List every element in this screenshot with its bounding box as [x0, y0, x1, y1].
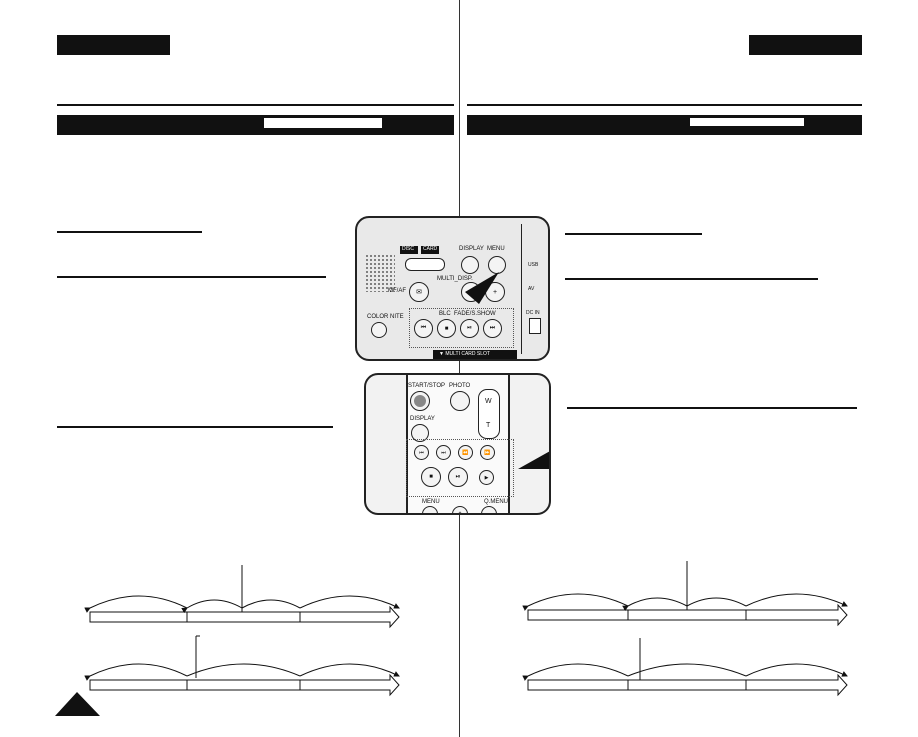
disc-mode-badge: DISC [400, 246, 418, 254]
stop-button[interactable]: ■ [437, 319, 456, 338]
right-language-tab [749, 35, 862, 55]
remote-slow-button[interactable]: ▶ [479, 470, 494, 485]
dc-in-jack [529, 318, 541, 334]
menu-label: MENU [487, 246, 505, 252]
start-stop-button[interactable] [410, 391, 430, 411]
speaker-grille [365, 254, 395, 292]
fade-show-label: FADE/S.SHOW [454, 311, 496, 317]
rewind-button[interactable]: ⏮ [414, 319, 433, 338]
left-timeline-1 [84, 565, 400, 629]
left-header-rule [57, 104, 454, 106]
left-section-title-box [264, 118, 382, 128]
display-label: DISPLAY [459, 246, 484, 252]
dc-in-label: DC IN [526, 310, 540, 316]
right-section-title-bar [467, 115, 862, 135]
right-timeline-2 [522, 638, 848, 697]
right-subheading-rule-2 [565, 278, 818, 280]
remote-display-label: DISPLAY [410, 416, 435, 422]
left-timeline-2 [84, 635, 400, 697]
remote-forward-skip-button[interactable]: ⏭ [436, 445, 451, 460]
remote-pointer-arrow-icon [518, 451, 549, 469]
remote-control-illustration: START/STOP PHOTO W T DISPLAY ⏮ ⏭ ⏪ ⏩ ■ ⏯… [364, 373, 551, 515]
av-label: AV [528, 286, 535, 292]
photo-button[interactable] [450, 391, 470, 411]
remote-menu-label: MENU [422, 499, 440, 505]
color-nite-label: COLOR NITE [367, 314, 404, 320]
card-slot-bar: ▼ MULTI CARD SLOT [433, 350, 517, 359]
page-divider [459, 0, 460, 737]
remote-display-button[interactable] [411, 424, 429, 442]
usb-label: USB [528, 262, 539, 268]
remote-stop-button[interactable]: ■ [421, 467, 441, 487]
pointer-arrow-icon [465, 272, 499, 304]
multi-disp-label: MULTI_DISP. [437, 276, 473, 282]
note-triangle-icon [55, 692, 100, 716]
remote-rewind-button[interactable]: ⏪ [458, 445, 473, 460]
right-subheading-rule-3 [567, 407, 857, 409]
playback-controls-group [409, 308, 514, 348]
side-jack-panel [521, 224, 547, 354]
mf-af-label: MF/AF [388, 288, 406, 294]
remote-rewind-skip-button[interactable]: ⏮ [414, 445, 429, 460]
camcorder-panel-illustration: DISC CARD DISPLAY MENU MULTI_DISP. MF/AF… [355, 216, 550, 361]
left-subheading-rule-3 [57, 426, 333, 428]
right-header-rule [467, 104, 862, 106]
left-section-title-bar [57, 115, 454, 135]
right-subheading-rule-1 [565, 233, 702, 235]
color-nite-button[interactable] [371, 322, 387, 338]
left-subheading-rule-1 [57, 231, 202, 233]
photo-label: PHOTO [449, 383, 471, 389]
mode-switch[interactable] [405, 258, 445, 271]
display-button[interactable] [461, 256, 479, 274]
remote-playback-group [406, 439, 514, 497]
blc-label: BLC [439, 311, 451, 317]
start-stop-label: START/STOP [408, 383, 446, 389]
left-language-tab [57, 35, 170, 55]
zoom-rocker[interactable]: W T [478, 389, 500, 439]
fast-forward-button[interactable]: ⏭ [483, 319, 502, 338]
right-timeline-1 [522, 561, 848, 627]
remote-fast-forward-button[interactable]: ⏩ [480, 445, 495, 460]
right-section-title-box [690, 118, 804, 126]
remote-q-menu-label: Q.MENU [484, 499, 508, 505]
play-pause-button[interactable]: ⏯ [460, 319, 479, 338]
card-mode-badge: CARD [421, 246, 439, 254]
remote-play-pause-button[interactable]: ⏯ [448, 467, 468, 487]
left-subheading-rule-2 [57, 276, 326, 278]
multi-disp-button[interactable]: ✉ [409, 282, 429, 302]
